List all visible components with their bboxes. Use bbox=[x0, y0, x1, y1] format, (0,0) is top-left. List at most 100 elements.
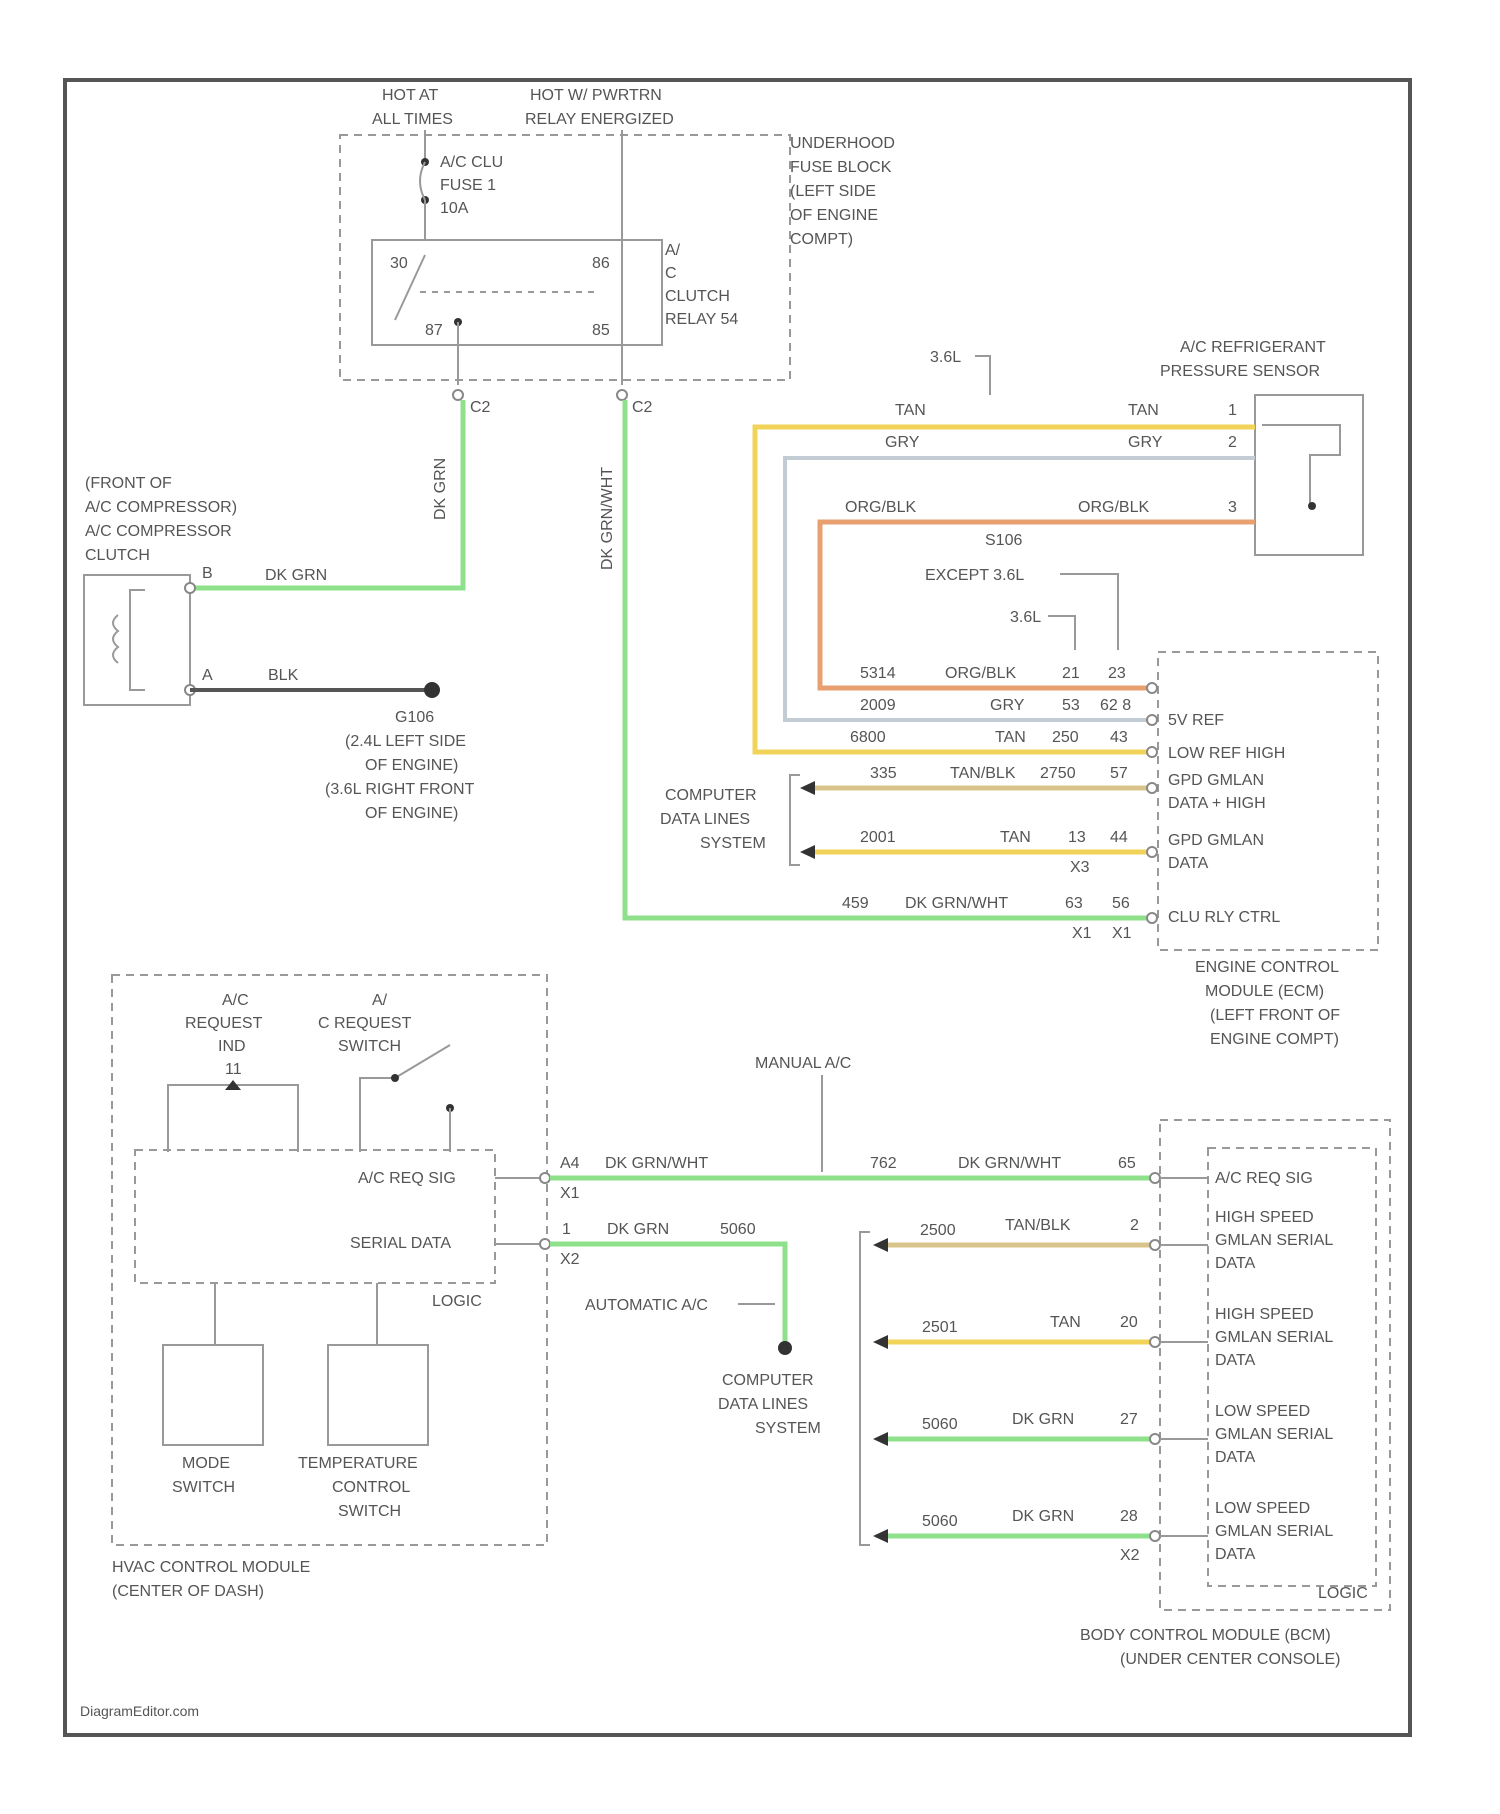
ecm-pin-57 bbox=[1147, 783, 1157, 793]
sensor-pin-2: 2 bbox=[1228, 434, 1237, 451]
label-dkgrn-bcm-1: DK GRN bbox=[1012, 1411, 1074, 1428]
label-wire-dk-grn-v: DK GRN bbox=[432, 458, 449, 520]
circuit-2001: 2001 bbox=[860, 829, 896, 846]
ecm-label-2: MODULE (ECM) bbox=[1205, 983, 1324, 1000]
ecm-label-4: ENGINE COMPT) bbox=[1210, 1031, 1339, 1048]
hvac-label-1: HVAC CONTROL MODULE bbox=[112, 1559, 310, 1576]
bcm-pin-20 bbox=[1150, 1337, 1160, 1347]
arrow-3-6l-b bbox=[1048, 616, 1075, 650]
label-all-times: ALL TIMES bbox=[372, 111, 453, 128]
bcm-hs1-3: DATA bbox=[1215, 1255, 1256, 1272]
arrow-3-6l bbox=[975, 356, 990, 395]
ground-g106 bbox=[424, 682, 440, 698]
ecm-clu-rly: CLU RLY CTRL bbox=[1168, 909, 1280, 926]
label-g106-4: OF ENGINE) bbox=[365, 805, 458, 822]
arrow-cdl1-bottom bbox=[800, 845, 815, 859]
c2-right-pin bbox=[617, 390, 627, 400]
ecm-low-ref: LOW REF HIGH bbox=[1168, 745, 1285, 762]
mode-switch bbox=[163, 1345, 263, 1445]
cdl1-bracket bbox=[790, 775, 800, 865]
pin-1-hvac: 1 bbox=[562, 1221, 571, 1238]
temperature-control-switch bbox=[328, 1345, 428, 1445]
ac-compressor-clutch bbox=[84, 575, 190, 705]
bcm-ls1-3: DATA bbox=[1215, 1449, 1256, 1466]
ecm-label-1: ENGINE CONTROL bbox=[1195, 959, 1339, 976]
label-3-6l: 3.6L bbox=[930, 349, 961, 366]
label-fuse-1: FUSE 1 bbox=[440, 177, 496, 194]
pin-43: 43 bbox=[1110, 729, 1128, 746]
pin-21: 21 bbox=[1062, 665, 1080, 682]
label-dkgrnwht-ecm: DK GRN/WHT bbox=[905, 895, 1008, 912]
label-tan-data: TAN bbox=[1000, 829, 1031, 846]
label-dkgrnwht-b: DK GRN/WHT bbox=[958, 1155, 1061, 1172]
ecm-pin-44 bbox=[1147, 847, 1157, 857]
label-fuse-amp: 10A bbox=[440, 200, 469, 217]
cdl2-label-3: SYSTEM bbox=[755, 1420, 821, 1437]
pin-53: 53 bbox=[1062, 697, 1080, 714]
ac-req-ind-3: IND bbox=[218, 1038, 246, 1055]
hvac-ac-req-sig: A/C REQ SIG bbox=[358, 1170, 456, 1187]
relay-label-1: A/ bbox=[665, 242, 681, 259]
temp-label-1: TEMPERATURE bbox=[298, 1455, 418, 1472]
label-gry-ecm: GRY bbox=[990, 697, 1025, 714]
ac-sw-1: A/ bbox=[372, 992, 388, 1009]
bcm-ls1-2: GMLAN SERIAL bbox=[1215, 1426, 1333, 1443]
relay-label-4: RELAY 54 bbox=[665, 311, 738, 328]
temp-label-2: CONTROL bbox=[332, 1479, 410, 1496]
label-orgblk-ecm: ORG/BLK bbox=[945, 665, 1016, 682]
label-fb-5: COMPT) bbox=[790, 231, 853, 248]
circuit-762: 762 bbox=[870, 1155, 897, 1172]
bcm-hs2-2: GMLAN SERIAL bbox=[1215, 1329, 1333, 1346]
bcm-ac-req-sig: A/C REQ SIG bbox=[1215, 1170, 1313, 1187]
ac-request-switch bbox=[360, 1045, 450, 1152]
sensor-label-1: A/C REFRIGERANT bbox=[1180, 339, 1326, 356]
hvac-label-2: (CENTER OF DASH) bbox=[112, 1583, 264, 1600]
wire-orgblk-sensor bbox=[820, 522, 1255, 688]
bcm-pin-2 bbox=[1150, 1240, 1160, 1250]
arrow-bcm-3 bbox=[873, 1432, 888, 1446]
conn-c2-left: C2 bbox=[470, 399, 491, 416]
ac-request-indicator bbox=[168, 1085, 298, 1152]
arrow-bcm-2 bbox=[873, 1335, 888, 1349]
c2-left-pin bbox=[453, 390, 463, 400]
ecm-gmlan-4: DATA bbox=[1168, 855, 1209, 872]
conn-x2-bcm: X2 bbox=[1120, 1547, 1140, 1564]
comp-label-3: A/C COMPRESSOR bbox=[85, 523, 232, 540]
label-hot-at: HOT AT bbox=[382, 87, 439, 104]
label-dkgrn-bcm-2: DK GRN bbox=[1012, 1508, 1074, 1525]
cdl1-label-1: COMPUTER bbox=[665, 787, 757, 804]
label-wire-dk-grn: DK GRN bbox=[265, 567, 327, 584]
conn-x3: X3 bbox=[1070, 859, 1090, 876]
label-3-6l-b: 3.6L bbox=[1010, 609, 1041, 626]
circuit-2500: 2500 bbox=[920, 1222, 956, 1239]
conn-c2-right: C2 bbox=[632, 399, 653, 416]
cdl1-label-2: DATA LINES bbox=[660, 811, 750, 828]
conn-x2-hvac: X2 bbox=[560, 1251, 580, 1268]
label-dkgrnwht-a: DK GRN/WHT bbox=[605, 1155, 708, 1172]
bcm-pin-65 bbox=[1150, 1173, 1160, 1183]
label-tan-ecm: TAN bbox=[995, 729, 1026, 746]
pin-65: 65 bbox=[1118, 1155, 1136, 1172]
pin-20: 20 bbox=[1120, 1314, 1138, 1331]
circuit-6800: 6800 bbox=[850, 729, 886, 746]
label-fb-2: FUSE BLOCK bbox=[790, 159, 892, 176]
bcm-label-2: (UNDER CENTER CONSOLE) bbox=[1120, 1651, 1340, 1668]
label-orgblk-a: ORG/BLK bbox=[845, 499, 916, 516]
wire-dk-grn-clutch bbox=[190, 400, 463, 588]
comp-label-2: A/C COMPRESSOR) bbox=[85, 499, 237, 516]
label-s106: S106 bbox=[985, 532, 1022, 549]
ac-req-ind-4: 11 bbox=[225, 1061, 242, 1078]
pin-2750: 2750 bbox=[1040, 765, 1076, 782]
pin-13: 13 bbox=[1068, 829, 1086, 846]
mode-label-2: SWITCH bbox=[172, 1479, 235, 1496]
label-orgblk-b: ORG/BLK bbox=[1078, 499, 1149, 516]
circuit-2501: 2501 bbox=[922, 1319, 958, 1336]
label-wire-dk-grnwht-v: DK GRN/WHT bbox=[599, 467, 616, 570]
circuit-5060-c: 5060 bbox=[922, 1513, 958, 1530]
bcm-hs1-2: GMLAN SERIAL bbox=[1215, 1232, 1333, 1249]
cdl2-label-1: COMPUTER bbox=[722, 1372, 814, 1389]
label-g106: G106 bbox=[395, 709, 434, 726]
ecm-gmlan-1: GPD GMLAN bbox=[1168, 772, 1264, 789]
bcm-hs2-3: DATA bbox=[1215, 1352, 1256, 1369]
